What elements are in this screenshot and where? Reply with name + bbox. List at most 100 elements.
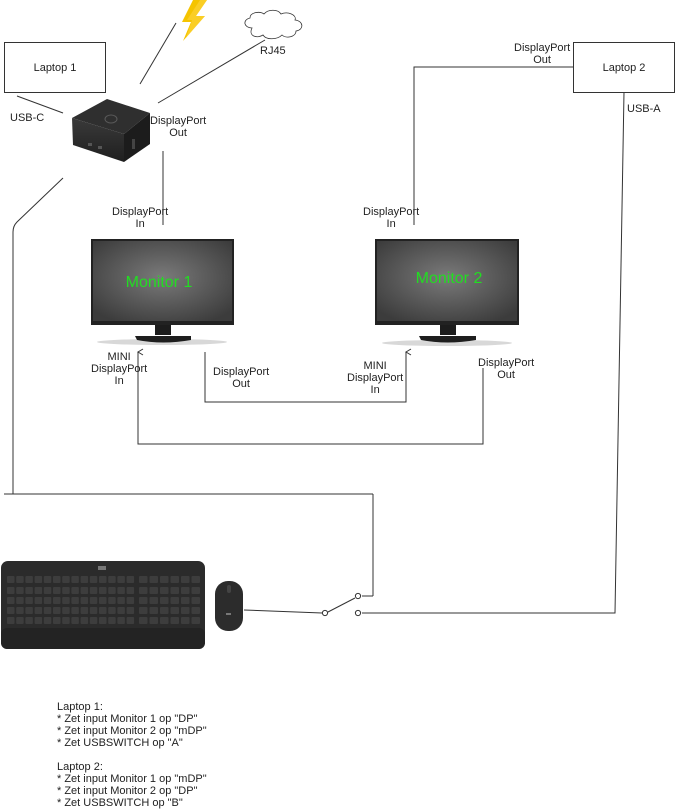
keyboard-key [43,597,52,604]
keyboard-key [160,597,169,604]
keyboard-key [43,576,52,583]
keyboard-key [117,576,125,583]
keyboard-key [80,617,89,624]
laptop2-to-monitor2-dp-cable [413,66,574,225]
notes-laptop-1-item: * Zet input Monitor 2 op "mDP" [57,725,207,737]
usb-c-label: USB-C [10,112,45,124]
keyboard-key [149,587,158,594]
keyboard-keys [7,576,200,624]
laptop-2-node: Laptop 2 [573,42,675,93]
keyboard-key [170,607,179,614]
keyboard-key [80,576,89,583]
keyboard-key [89,597,98,604]
keyboard-key [7,617,15,624]
power-lightning-icon [182,0,207,41]
keyboard-key [7,607,15,614]
keyboard-key [25,597,33,604]
notes-laptop-2-item: * Zet USBSWITCH op "B" [57,797,183,809]
keyboard-key [53,576,61,583]
keyboard-key [71,617,79,624]
keyboard-key [191,607,200,614]
keyboard-key [149,576,158,583]
keyboard-key [99,617,107,624]
keyboard-key [108,617,116,624]
keyboard-key [16,597,24,604]
laptop2-usb-a-cable [362,91,625,614]
keyboard-key [16,587,24,594]
keyboard-key [53,617,61,624]
keyboard-key [117,587,125,594]
keyboard-key [181,597,190,604]
keyboard-key [25,587,33,594]
usb-switch [321,592,362,617]
keyboard-key [139,617,148,624]
connection-lines [4,22,625,614]
keyboard-key [139,597,148,604]
monitor1-dp-out-to-monitor2-mdp-cable [204,348,412,403]
keyboard-key [108,607,116,614]
keyboard-key [108,597,116,604]
keyboard-key [160,607,169,614]
monitor2-dp-out-to-monitor1-mdp-cable [137,348,484,445]
keyboard-key [139,607,148,614]
keyboard-key [117,617,125,624]
notes-laptop-2-title: Laptop 2: [57,761,103,773]
mouse [215,581,243,631]
rj45-cable [157,39,266,104]
keyboard-key [99,576,107,583]
network-cloud-icon [244,9,303,40]
keyboard-key [99,587,107,594]
instructions-notes: Laptop 1: * Zet input Monitor 1 op "DP" … [57,701,207,809]
keyboard-key [181,576,190,583]
keyboard-key [43,587,52,594]
keyboard-key [7,597,15,604]
keyboard-key [34,617,43,624]
keyboard-key [62,597,70,604]
keyboard-key [71,576,79,583]
keyboard-key [53,597,61,604]
keyboard-key [139,587,148,594]
keyboard-key [126,576,135,583]
docking-station [72,99,150,162]
keyboard-key [16,576,24,583]
keyboard-key [149,617,158,624]
keyboard-key [89,576,98,583]
keyboard-key [34,607,43,614]
keyboard-key [170,597,179,604]
keyboard-key [25,617,33,624]
keyboard-key [160,587,169,594]
keyboard-key [126,597,135,604]
keyboard-key [89,607,98,614]
keyboard-key [160,576,169,583]
monitor-2: Monitor 2 [375,239,519,346]
dell-logo-icon [104,114,118,124]
keyboard-key [181,587,190,594]
keyboard-key [126,587,135,594]
monitor-1-label: Monitor 1 [126,274,193,291]
keyboard-key [53,607,61,614]
laptop-1-node: Laptop 1 [4,42,106,93]
rj45-label: RJ45 [260,45,286,57]
keyboard-key [16,617,24,624]
keyboard-key [181,617,190,624]
keyboard-key [34,587,43,594]
laptop-2-label: Laptop 2 [602,61,646,74]
keyboard-key [80,587,89,594]
keyboard-key [43,607,52,614]
notes-laptop-2-item: * Zet input Monitor 1 op "mDP" [57,773,207,785]
keyboard-key [170,576,179,583]
keyboard [1,561,205,649]
keyboard-key [170,587,179,594]
keyboard-key [7,576,15,583]
keyboard-key [117,597,125,604]
keyboard-key [80,607,89,614]
keyboard-key [25,576,33,583]
keyboard-key [62,576,70,583]
notes-laptop-1-title: Laptop 1: [57,701,103,713]
keyboard-key [160,617,169,624]
